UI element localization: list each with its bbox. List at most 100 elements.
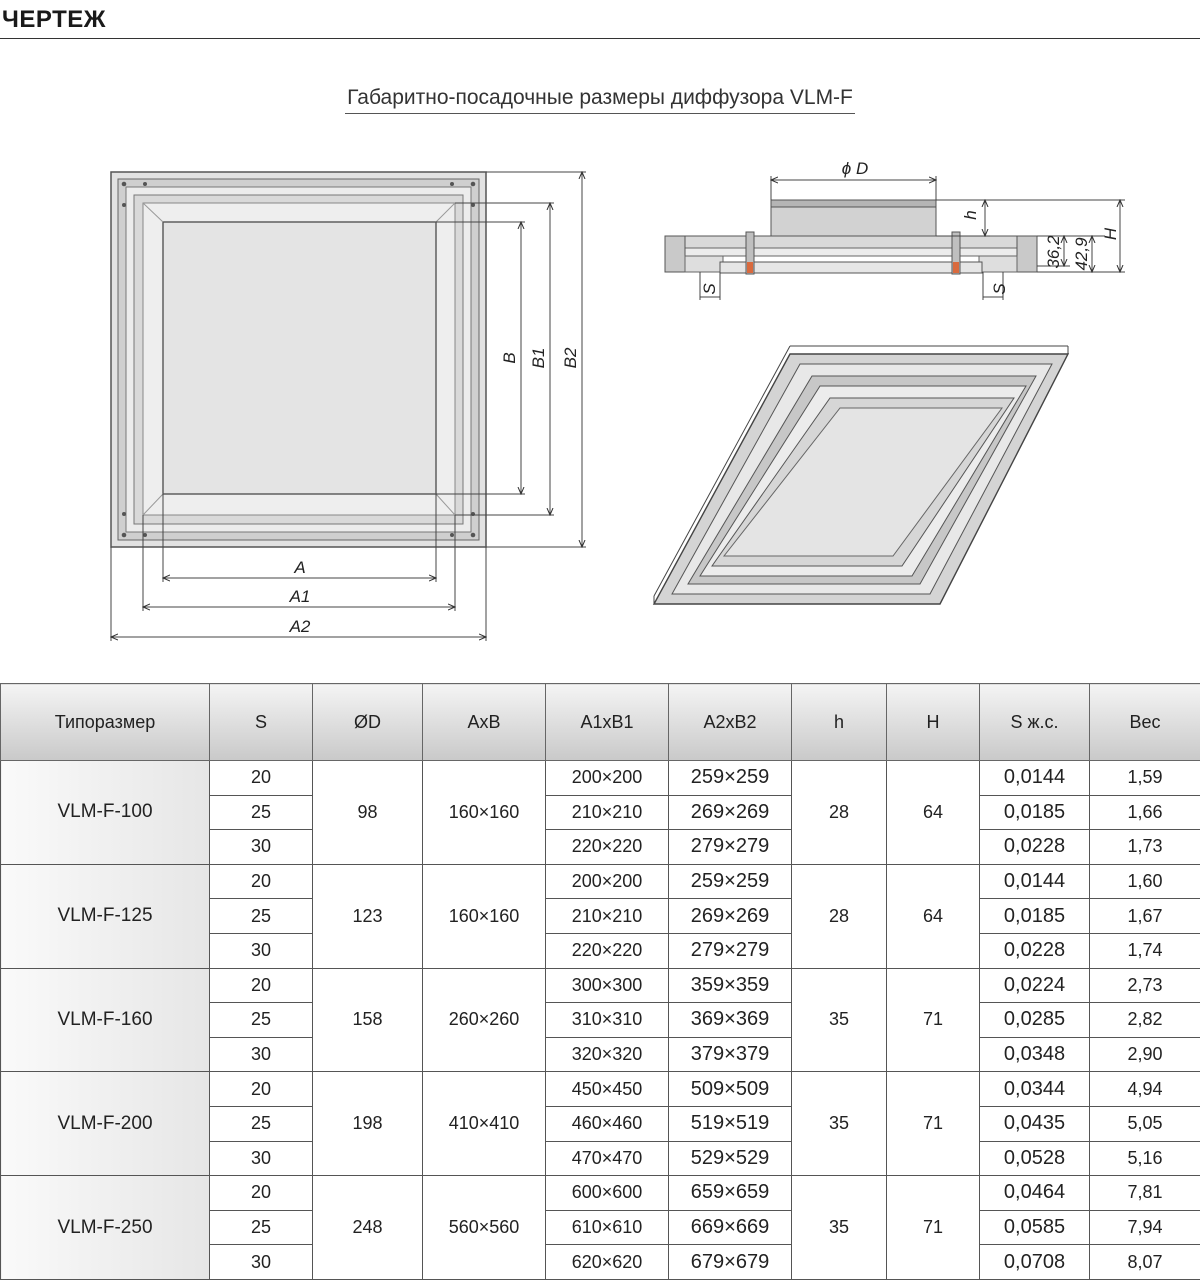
s-cell: 30 <box>209 1244 313 1280</box>
a2b2-cell: 669×669 <box>668 1209 792 1246</box>
drawing-title-text: Габаритно-посадочные размеры диффузора V… <box>345 86 855 114</box>
spec-table: Типоразмер S ØD AxB A1xB1 A2xB2 h H S ж.… <box>0 683 1200 1280</box>
sjs-cell: 0,0144 <box>979 760 1090 796</box>
hh-cell: 71 <box>886 967 980 1073</box>
s-cell: 20 <box>209 1175 313 1211</box>
s-cell: 30 <box>209 932 313 969</box>
a2b2-cell: 279×279 <box>668 829 792 865</box>
a1b1-cell: 200×200 <box>545 863 669 900</box>
model-cell: VLM-F-125 <box>0 863 210 969</box>
a1b1-cell: 600×600 <box>545 1175 669 1211</box>
table-row: 25 210×210 269×269 0,0185 1,67 <box>1 898 1200 934</box>
label-b: B <box>500 352 519 363</box>
a2b2-cell: 379×379 <box>668 1036 792 1073</box>
a2b2-cell: 369×369 <box>668 1002 792 1038</box>
label-a2: A2 <box>289 617 311 636</box>
weight-cell: 2,82 <box>1089 1002 1200 1038</box>
table-row: 30 220×220 279×279 0,0228 1,74 <box>1 932 1200 969</box>
a2b2-cell: 269×269 <box>668 898 792 934</box>
sjs-cell: 0,0185 <box>979 898 1090 934</box>
table-header-row: Типоразмер S ØD AxB A1xB1 A2xB2 h H S ж.… <box>0 683 1200 761</box>
table-row: 30 220×220 279×279 0,0228 1,73 <box>1 829 1200 865</box>
weight-cell: 2,90 <box>1089 1036 1200 1073</box>
label-h-small: h <box>961 210 980 219</box>
sjs-cell: 0,0224 <box>979 967 1090 1004</box>
header-cell: S <box>209 683 313 761</box>
a1b1-cell: 220×220 <box>545 829 669 865</box>
sjs-cell: 0,0185 <box>979 794 1090 831</box>
a1b1-cell: 200×200 <box>545 760 669 796</box>
weight-cell: 5,05 <box>1089 1105 1200 1142</box>
hh-cell: 64 <box>886 863 980 969</box>
a2b2-cell: 259×259 <box>668 863 792 900</box>
label-d: ϕ D <box>842 159 868 178</box>
label-b2: B2 <box>561 347 580 368</box>
s-cell: 30 <box>209 1036 313 1073</box>
front-dimensions <box>111 172 586 641</box>
ab-cell: 260×260 <box>422 967 546 1073</box>
h-cell: 35 <box>791 1175 887 1280</box>
header-cell: A2xB2 <box>668 683 792 761</box>
table-row: 25 610×610 669×669 0,0585 7,94 <box>1 1209 1200 1246</box>
a1b1-cell: 450×450 <box>545 1071 669 1107</box>
model-cell: VLM-F-100 <box>0 760 210 865</box>
weight-cell: 4,94 <box>1089 1071 1200 1107</box>
model-cell: VLM-F-200 <box>0 1071 210 1177</box>
d-cell: 123 <box>312 863 423 969</box>
weight-cell: 5,16 <box>1089 1140 1200 1177</box>
s-cell: 20 <box>209 1071 313 1107</box>
sjs-cell: 0,0228 <box>979 932 1090 969</box>
ab-cell: 160×160 <box>422 863 546 969</box>
label-s-left: S <box>700 283 719 295</box>
s-cell: 25 <box>209 898 313 934</box>
header-cell: Типоразмер <box>0 683 210 761</box>
side-view <box>664 199 1038 300</box>
table-row: VLM-F-250 20 248 560×560 600×600 659×659… <box>0 1175 1200 1280</box>
table-row: VLM-F-125 20 123 160×160 200×200 259×259… <box>0 863 1200 969</box>
a1b1-cell: 210×210 <box>545 898 669 934</box>
sjs-cell: 0,0435 <box>979 1105 1090 1142</box>
a2b2-cell: 259×259 <box>668 760 792 796</box>
model-cell: VLM-F-250 <box>0 1175 210 1280</box>
sjs-cell: 0,0464 <box>979 1175 1090 1211</box>
table-row: VLM-F-100 20 98 160×160 200×200 259×259 … <box>0 760 1200 865</box>
label-a1: A1 <box>289 587 311 606</box>
brand-logo: ЧЕРТЕЖ <box>2 6 106 33</box>
sjs-cell: 0,0344 <box>979 1071 1090 1107</box>
a1b1-cell: 220×220 <box>545 932 669 969</box>
table-row: VLM-F-200 20 198 410×410 450×450 509×509… <box>0 1071 1200 1177</box>
a2b2-cell: 359×359 <box>668 967 792 1004</box>
weight-cell: 1,66 <box>1089 794 1200 831</box>
side-dimensions <box>700 176 1125 298</box>
isometric-view <box>652 345 1070 605</box>
weight-cell: 7,81 <box>1089 1175 1200 1211</box>
table-row: 25 460×460 519×519 0,0435 5,05 <box>1 1105 1200 1142</box>
ab-cell: 410×410 <box>422 1071 546 1177</box>
a2b2-cell: 659×659 <box>668 1175 792 1211</box>
label-s-right: S <box>990 283 1009 295</box>
model-cell: VLM-F-160 <box>0 967 210 1073</box>
ab-cell: 160×160 <box>422 760 546 865</box>
weight-cell: 1,73 <box>1089 829 1200 865</box>
sjs-cell: 0,0708 <box>979 1244 1090 1280</box>
sjs-cell: 0,0528 <box>979 1140 1090 1177</box>
ab-cell: 560×560 <box>422 1175 546 1280</box>
d-cell: 98 <box>312 760 423 865</box>
header-cell: AxB <box>422 683 546 761</box>
header-cell: h <box>791 683 887 761</box>
s-cell: 20 <box>209 760 313 796</box>
s-cell: 30 <box>209 829 313 865</box>
s-cell: 25 <box>209 1105 313 1142</box>
weight-cell: 2,73 <box>1089 967 1200 1004</box>
a2b2-cell: 519×519 <box>668 1105 792 1142</box>
header-cell: S ж.с. <box>979 683 1090 761</box>
s-cell: 25 <box>209 1002 313 1038</box>
h-cell: 35 <box>791 1071 887 1177</box>
d-cell: 198 <box>312 1071 423 1177</box>
label-a: A <box>293 558 305 577</box>
a1b1-cell: 310×310 <box>545 1002 669 1038</box>
weight-cell: 1,74 <box>1089 932 1200 969</box>
hh-cell: 71 <box>886 1175 980 1280</box>
a1b1-cell: 460×460 <box>545 1105 669 1142</box>
weight-cell: 1,67 <box>1089 898 1200 934</box>
